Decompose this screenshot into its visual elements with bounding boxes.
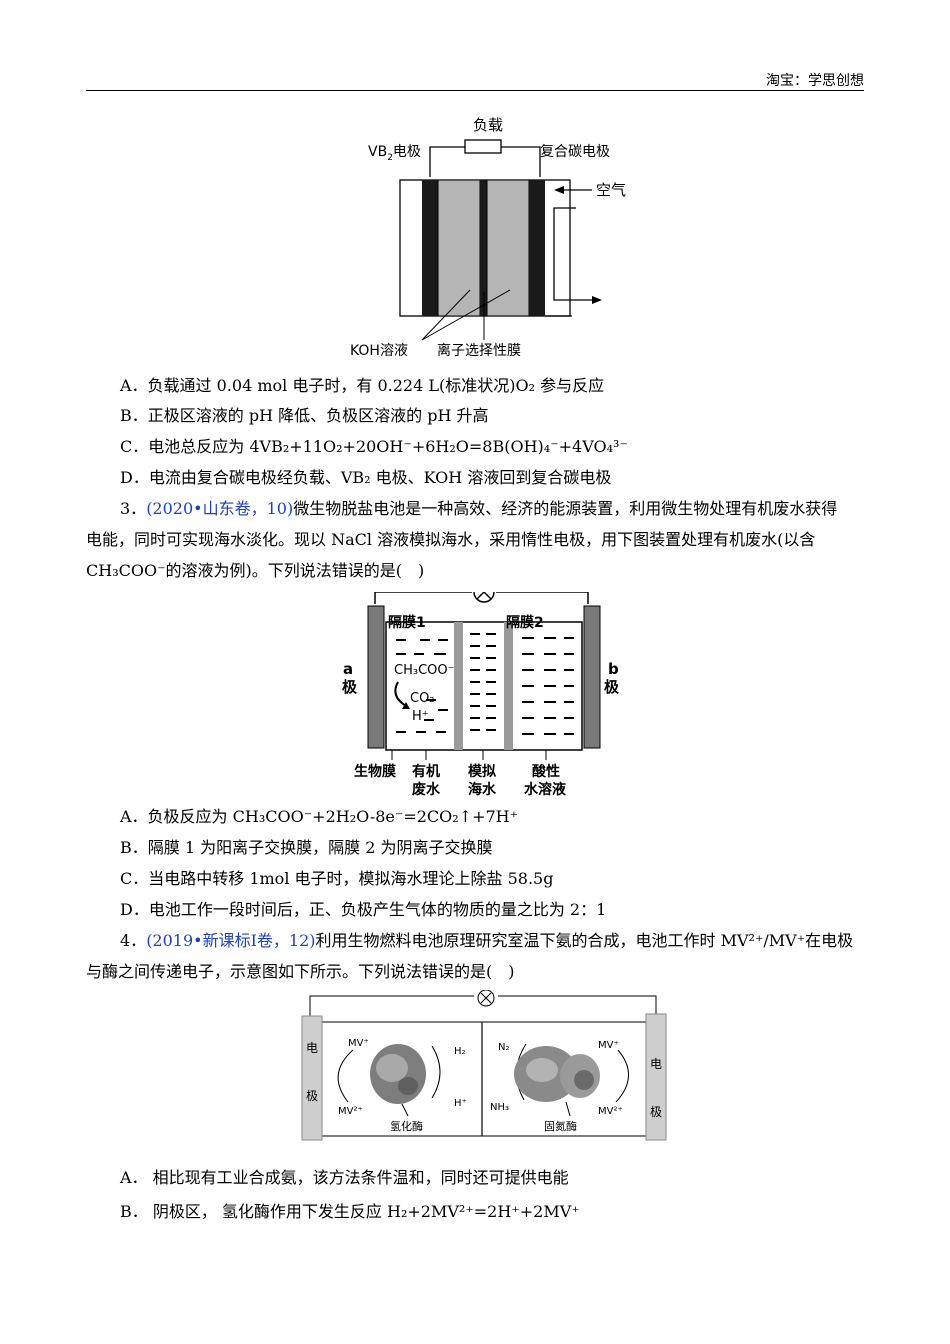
biofilm-label: 生物膜 [354, 763, 396, 780]
mv2-right: MV²⁺ [598, 1106, 623, 1117]
q2-option-d: D．电流由复合碳电极经负载、VB₂ 电极、KOH 溶液回到复合碳电极 [120, 468, 612, 487]
q3-line2: 电能，同时可实现海水淡化。现以 NaCl 溶液模拟海水，采用惰性电极，用下图装置… [86, 530, 816, 549]
ion-membrane [480, 180, 487, 316]
q3-option-d: D．电池工作一段时间后，正、负极产生气体的物质的量之比为 2：1 [120, 900, 607, 919]
mv-plus-left: MV⁺ [348, 1038, 369, 1049]
right-electrode-label-1: 电 [650, 1057, 662, 1071]
h-label: H⁺ [412, 709, 429, 724]
electrode-a [367, 605, 385, 749]
membrane-2 [504, 622, 513, 750]
left-electrode-label-2: 极 [306, 1089, 318, 1103]
acetate-label: CH₃COO⁻ [394, 663, 454, 678]
seawater-label-2: 海水 [468, 781, 497, 798]
left-electrode [301, 1015, 323, 1141]
seawater-label-1: 模拟 [468, 763, 496, 780]
q3-option-b: B．隔膜 1 为阳离子交换膜，隔膜 2 为阴离子交换膜 [120, 838, 493, 857]
nh3-label: NH₃ [490, 1102, 509, 1113]
q2-option-c: C．电池总反应为 4VB₂+11O₂+20OH⁻+6H₂O=8B(OH)₄⁻+4… [120, 437, 628, 456]
q2-option-a: A．负载通过 0.04 mol 电子时，有 0.224 L(标准状况)O₂ 参与… [120, 376, 605, 395]
membrane1-label: 隔膜1 [388, 614, 426, 631]
q2-option-b: B．正极区溶液的 pH 降低、负极区溶液的 pH 升高 [120, 406, 489, 425]
vb2-electrode-label: VB2电极 [368, 144, 421, 163]
acidic-label-2: 水溶液 [524, 781, 567, 798]
membrane-1 [454, 622, 463, 750]
hydrogenase-enzyme [370, 1044, 426, 1104]
q3-line3: CH₃COO⁻的溶液为例)。下列说法错误的是( ) [86, 561, 425, 580]
q4-line1: 4．(2019•新课标Ⅰ卷，12)利用生物燃料电池原理研究室温下氨的合成，电池工… [120, 931, 854, 950]
carbon-electrode [529, 180, 545, 316]
load-label: 负载 [473, 116, 503, 134]
a-pole-label: a [343, 660, 353, 678]
co2-label: CO₂ [410, 691, 435, 706]
figure-desalination-cell: 隔膜1 隔膜2 a 极 b 极 CH₃COO⁻ CO₂ H⁺ 生物膜 有机 废水… [342, 592, 620, 798]
acidic-label-1: 酸性 [532, 763, 560, 780]
mv2-left: MV²⁺ [338, 1106, 363, 1117]
membrane2-label: 隔膜2 [506, 614, 544, 631]
membrane-label: 离子选择性膜 [437, 342, 521, 359]
vb2-electrode [422, 180, 438, 316]
carbon-electrode-label: 复合碳电极 [540, 143, 610, 160]
b-pole-label-2: 极 [604, 678, 620, 696]
meter-icon [473, 592, 495, 603]
nitrogenase-label: 固氮酶 [544, 1119, 577, 1133]
figure-biofuel-cell: 电 极 电 极 MV⁺ MV²⁺ H₂ H⁺ 氢化酶 N₂ NH₃ MV⁺ MV… [301, 990, 667, 1141]
wastewater-label-2: 废水 [412, 781, 441, 798]
header-text: 淘宝：学思创想 [766, 73, 864, 89]
b-pole-label: b [608, 660, 619, 678]
air-label: 空气 [596, 181, 626, 199]
figure-vb2-battery: 负载 VB2电极 复合碳电极 空气 KOH溶液 离子选择性膜 [350, 116, 626, 359]
q4-option-b: B． 阴极区， 氢化酶作用下发生反应 H₂+2MV²⁺=2H⁺+2MV⁺ [120, 1202, 580, 1221]
koh-label: KOH溶液 [350, 343, 408, 359]
q3-option-c: C．当电路中转移 1mol 电子时，模拟海水理论上除盐 58.5g [120, 869, 554, 888]
q3-option-a: A．负极反应为 CH₃COO⁻+2H₂O-8e⁻=2CO₂↑+7H⁺ [120, 807, 519, 826]
load-resistor [464, 139, 502, 154]
h2-label: H₂ [454, 1046, 466, 1057]
q3-source: (2020•山东卷，10) [146, 499, 294, 518]
hydrogenase-label: 氢化酶 [390, 1119, 423, 1133]
mv-plus-right: MV⁺ [598, 1040, 619, 1051]
right-electrode [645, 1013, 667, 1141]
header-rule [86, 90, 864, 91]
h-plus-label: H⁺ [454, 1098, 467, 1109]
wastewater-label-1: 有机 [412, 763, 440, 780]
q4-source: (2019•新课标Ⅰ卷，12) [146, 931, 316, 950]
q3-line1: 3．(2020•山东卷，10)微生物脱盐电池是一种高效、经济的能源装置，利用微生… [120, 499, 838, 518]
n2-label: N₂ [498, 1042, 510, 1053]
a-pole-label-2: 极 [342, 678, 358, 696]
nitrogenase-enzyme [514, 1046, 600, 1102]
left-electrode-label-1: 电 [306, 1041, 318, 1055]
q4-line2: 与酶之间传递电子，示意图如下所示。下列说法错误的是( ) [86, 962, 515, 981]
electrode-b [583, 605, 601, 749]
right-electrode-label-2: 极 [650, 1105, 662, 1119]
q4-option-a: A． 相比现有工业合成氨，该方法条件温和，同时还可提供电能 [120, 1168, 569, 1187]
